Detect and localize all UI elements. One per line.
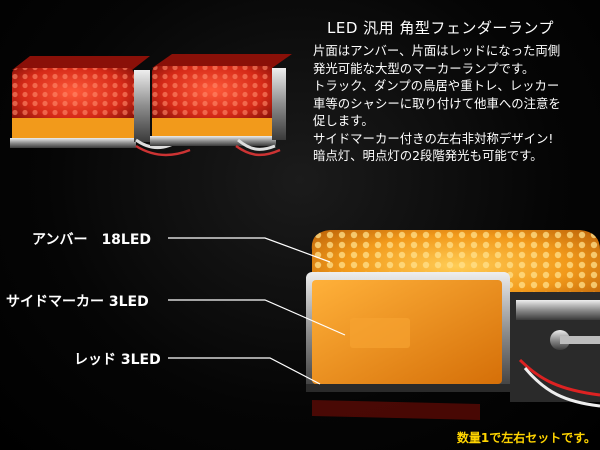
leader-lines xyxy=(168,237,346,385)
footer-note: 数量1で左右セットです。 xyxy=(456,431,596,445)
callout-red: レッド 3LED xyxy=(74,352,161,368)
description-line: 車等のシャシーに取り付けて他車への注意を xyxy=(313,95,561,111)
lamp-left-thumbnail xyxy=(10,56,191,157)
leader-amber xyxy=(168,237,331,263)
leader-red xyxy=(168,357,321,385)
description-line: 促します。 xyxy=(313,113,374,128)
leader-side-marker xyxy=(168,299,346,336)
lamp-right-thumbnail xyxy=(150,54,292,157)
description-line: 暗点灯、明点灯の2段階発光も可能です。 xyxy=(313,148,543,163)
description-line: 片面はアンバー、片面はレッドになった両側 xyxy=(313,43,561,58)
lamp-closeup xyxy=(306,230,600,420)
callout-side-marker: サイドマーカー 3LED xyxy=(6,294,149,310)
callout-amber: アンバー 18LED xyxy=(32,232,152,248)
product-description: 片面はアンバー、片面はレッドになった両側 発光可能な大型のマーカーランプです。 … xyxy=(313,42,599,165)
description-line: トラック、ダンプの鳥居や重トレ、レッカー xyxy=(313,78,560,93)
product-title: LED 汎用 角型フェンダーランプ xyxy=(327,19,554,37)
description-line: サイドマーカー付きの左右非対称デザイン! xyxy=(313,130,554,146)
description-line: 発光可能な大型のマーカーランプです。 xyxy=(313,60,535,76)
